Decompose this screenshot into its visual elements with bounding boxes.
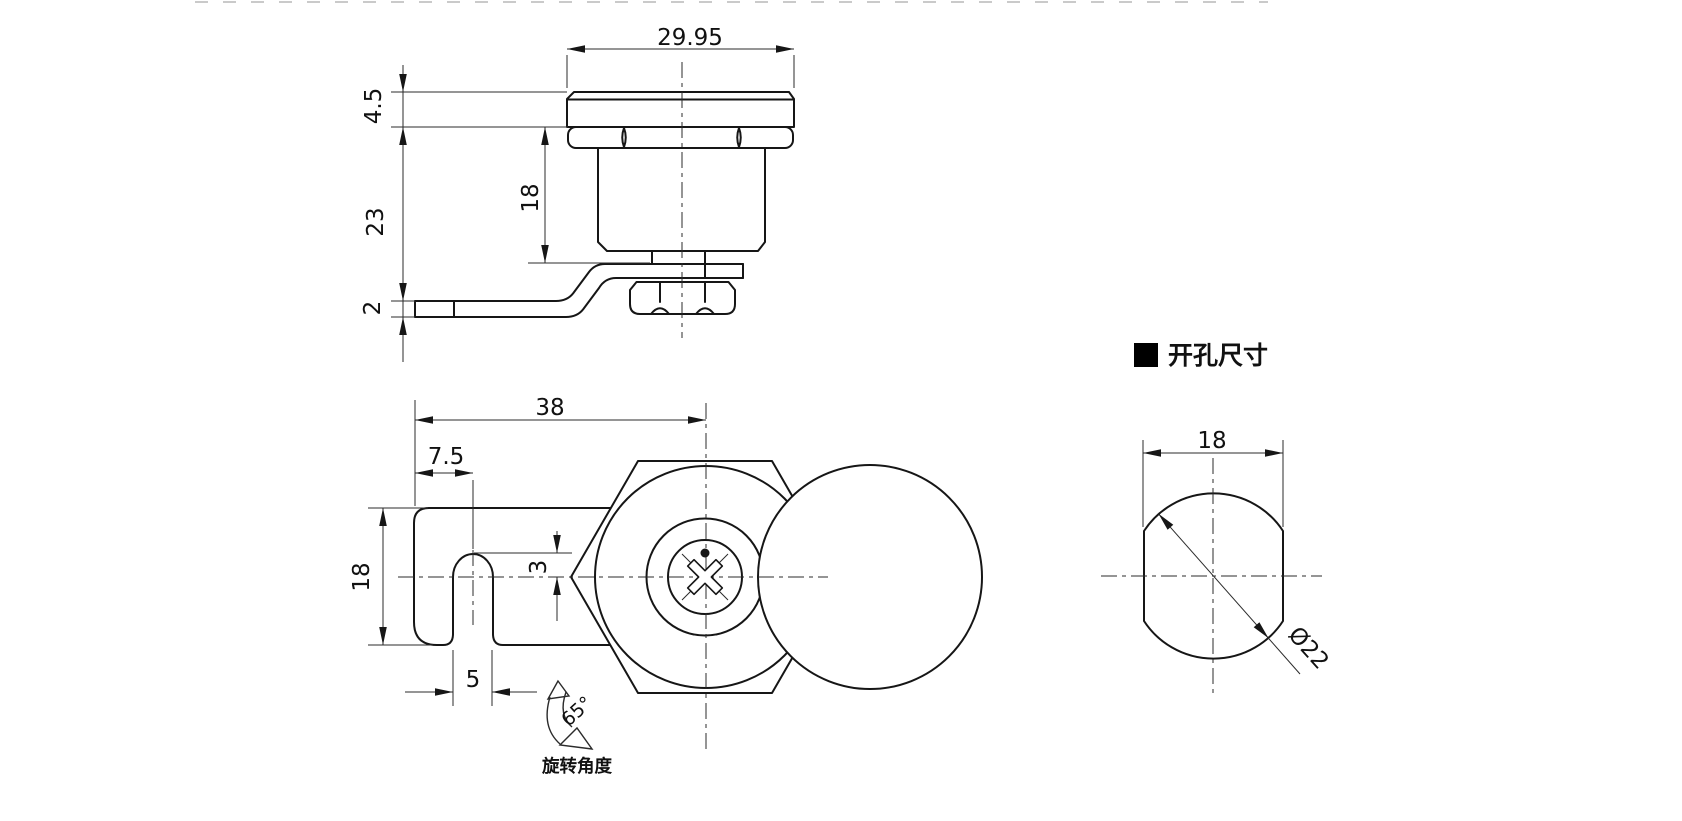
dim-slot-center-arrows [553,535,561,595]
section-marker-icon [1134,343,1158,367]
dim-flat-width-lines [1142,440,1284,527]
retaining-nut-facets [659,281,706,303]
rotation-arrow-icon [546,679,594,750]
dim-cam-offset-arrows [415,469,473,477]
dim-plate-thickness-label: 2 [360,301,386,316]
dim-cam-width-label: 18 [349,562,375,591]
index-dot [700,548,710,558]
dim-slot-center-label: 3 [526,560,552,575]
lock-cap-outline [566,91,795,128]
dim-diameter-arrows [1158,513,1269,639]
rotation-angle-label: 65° [557,692,597,731]
dim-diameter-label: Ø22 [1283,622,1334,675]
cam-arm-plan-outline [413,507,631,646]
dim-body-height-label: 18 [518,183,544,212]
rotation-caption: 旋转角度 [541,756,612,777]
retaining-nut-facet-arcs [650,307,715,315]
retaining-nut-outline [629,281,736,315]
flange-nut-facet-right [736,127,742,148]
dim-slot-width-lines [405,650,537,706]
dim-flat-width-label: 18 [1197,428,1226,454]
dim-slot-width-arrows [435,688,510,696]
dim-cam-width-lines [368,507,433,646]
flange-nut-outline [567,126,794,149]
dim-slot-width-label: 5 [466,667,481,693]
plan-view: 38 7.5 18 3 5 65° 旋转角度 [349,395,983,777]
dim-total-height-label: 23 [363,207,389,236]
dim-total-length-lines [414,400,706,506]
dim-cap-height-label: 4.5 [361,88,387,125]
dim-chain-arrows [399,74,407,335]
front-view: 29.95 4.5 23 2 18 [360,25,795,362]
dim-cap-width-label: 29.95 [657,25,723,51]
dim-body-height-lines [528,127,650,264]
dim-total-length-label: 38 [535,395,564,421]
hole-cutout-view: 开孔尺寸 18 Ø22 [1101,341,1334,694]
dim-diameter-line [1158,513,1301,675]
dim-cam-offset-lines [415,472,474,549]
cam-arm-bottom-edge [414,277,744,318]
cam-arm-top-edge [414,263,744,302]
mounting-hole-outline [1143,492,1284,660]
dim-width-lines [566,48,795,88]
cross-key-slot-icon [686,558,724,596]
flange-nut-facet-left [621,127,627,148]
dim-cam-offset-label: 7.5 [428,444,465,470]
hole-view-title: 开孔尺寸 [1168,341,1268,370]
